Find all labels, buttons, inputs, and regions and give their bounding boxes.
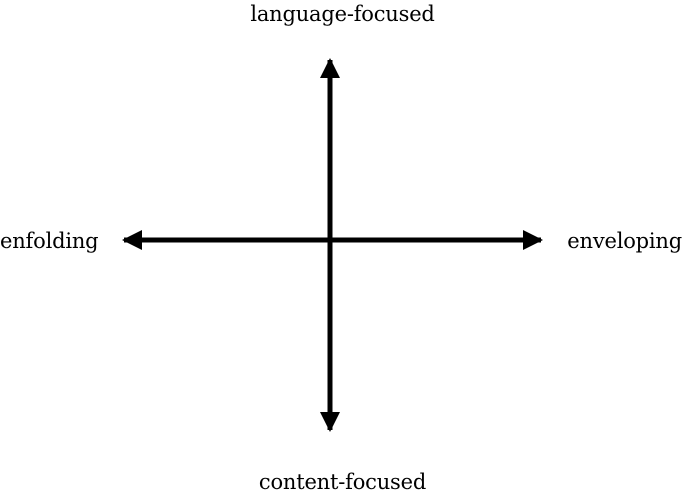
label-language-focused: language-focused bbox=[250, 2, 435, 26]
label-enfolding: enfolding bbox=[0, 229, 99, 253]
label-enveloping: enveloping bbox=[567, 229, 682, 253]
label-content-focused: content-focused bbox=[258, 470, 427, 494]
